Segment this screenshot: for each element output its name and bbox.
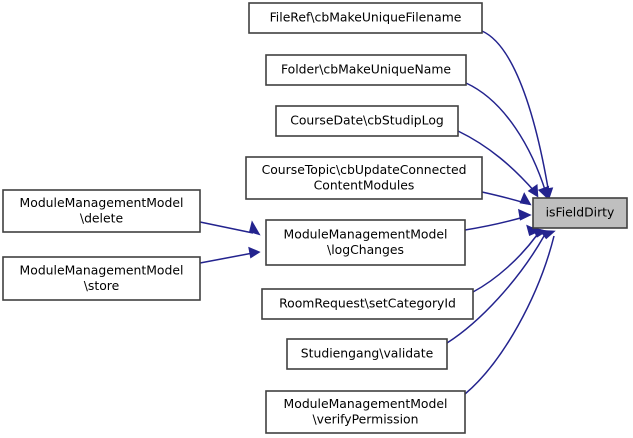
edge-line — [465, 82, 547, 194]
edge-studiengang-validate-to-isFieldDirty — [446, 226, 548, 344]
node-studiengang-validate[interactable]: Studiengang\validate — [286, 338, 448, 370]
arrowhead-icon — [531, 226, 548, 238]
node-modulemanagementmodel-store[interactable]: ModuleManagementModel\store — [2, 256, 201, 301]
node-label: isFieldDirty — [546, 205, 615, 220]
edge-line — [446, 235, 545, 344]
edge-line — [464, 235, 555, 395]
node-label: \logChanges — [327, 242, 404, 257]
node-label: Studiengang\validate — [301, 346, 433, 361]
node-box[interactable] — [261, 288, 474, 320]
edges-layer — [199, 30, 556, 395]
node-box[interactable] — [265, 219, 466, 266]
node-box[interactable] — [265, 390, 466, 434]
arrowhead-icon — [519, 192, 532, 206]
edge-line — [481, 30, 550, 195]
node-box-current[interactable] — [532, 197, 628, 229]
node-isFieldDirty[interactable]: isFieldDirty — [532, 197, 628, 229]
node-roomrequest-setcategoryid[interactable]: RoomRequest\setCategoryId — [261, 288, 474, 320]
node-box[interactable] — [286, 338, 448, 370]
arrowhead-icon — [538, 229, 556, 240]
node-label: ModuleManagementModel — [20, 262, 184, 277]
node-label: ModuleManagementModel — [20, 195, 184, 210]
node-label: CourseDate\cbStudipLog — [290, 113, 444, 128]
node-coursedate-cbstudiplog[interactable]: CourseDate\cbStudipLog — [275, 105, 459, 137]
node-folder-cbmakeuniquename[interactable]: Folder\cbMakeUniqueName — [265, 54, 467, 86]
node-box[interactable] — [248, 2, 483, 34]
node-coursetopic-cbupdateconnectedcontentmodules[interactable]: CourseTopic\cbUpdateConnectedContentModu… — [245, 156, 483, 200]
arrowhead-icon — [537, 185, 550, 199]
node-label: \verifyPermission — [313, 411, 419, 426]
node-label: ContentModules — [314, 177, 415, 192]
node-label: \store — [84, 278, 120, 293]
edge-modulemanagementmodel-logchanges-to-isFieldDirty — [464, 208, 532, 231]
node-modulemanagementmodel-logchanges[interactable]: ModuleManagementModel\logChanges — [265, 219, 466, 266]
node-label: ModuleManagementModel — [284, 226, 448, 241]
node-label: FileRef\cbMakeUniqueFilename — [270, 10, 462, 25]
arrowhead-icon — [248, 246, 261, 259]
edge-modulemanagementmodel-delete-to-modulemanagementmodel-logchanges — [199, 220, 261, 236]
node-box[interactable] — [2, 189, 201, 233]
arrowhead-icon — [527, 184, 539, 198]
arrowhead-icon — [518, 208, 532, 221]
edge-coursetopic-cbupdateconnectedcontentmodules-to-isFieldDirty — [481, 191, 532, 206]
edge-folder-cbmakeuniquename-to-isFieldDirty — [465, 82, 550, 199]
nodes-layer: FileRef\cbMakeUniqueFilenameFolder\cbMak… — [2, 2, 628, 434]
arrowhead-icon — [249, 220, 261, 236]
edge-line — [199, 221, 254, 234]
node-label: CourseTopic\cbUpdateConnected — [262, 162, 467, 177]
node-label: ModuleManagementModel — [284, 396, 448, 411]
edge-line — [464, 216, 525, 231]
edge-coursedate-cbstudiplog-to-isFieldDirty — [457, 130, 539, 198]
node-box[interactable] — [245, 156, 483, 200]
edge-modulemanagementmodel-verifypermission-to-isFieldDirty — [464, 229, 556, 395]
edge-line — [481, 191, 526, 204]
node-modulemanagementmodel-delete[interactable]: ModuleManagementModel\delete — [2, 189, 201, 233]
node-box[interactable] — [2, 256, 201, 301]
node-box[interactable] — [275, 105, 459, 137]
node-label: RoomRequest\setCategoryId — [279, 296, 456, 311]
edge-line — [199, 252, 254, 264]
edge-line — [457, 130, 536, 193]
node-label: Folder\cbMakeUniqueName — [281, 62, 451, 77]
node-modulemanagementmodel-verifypermission[interactable]: ModuleManagementModel\verifyPermission — [265, 390, 466, 434]
edge-modulemanagementmodel-store-to-modulemanagementmodel-logchanges — [199, 246, 261, 264]
node-label: \delete — [80, 210, 123, 225]
node-box[interactable] — [265, 54, 467, 86]
node-fileref-cbmakeuniquefilename[interactable]: FileRef\cbMakeUniqueFilename — [248, 2, 483, 34]
edge-line — [472, 234, 538, 293]
